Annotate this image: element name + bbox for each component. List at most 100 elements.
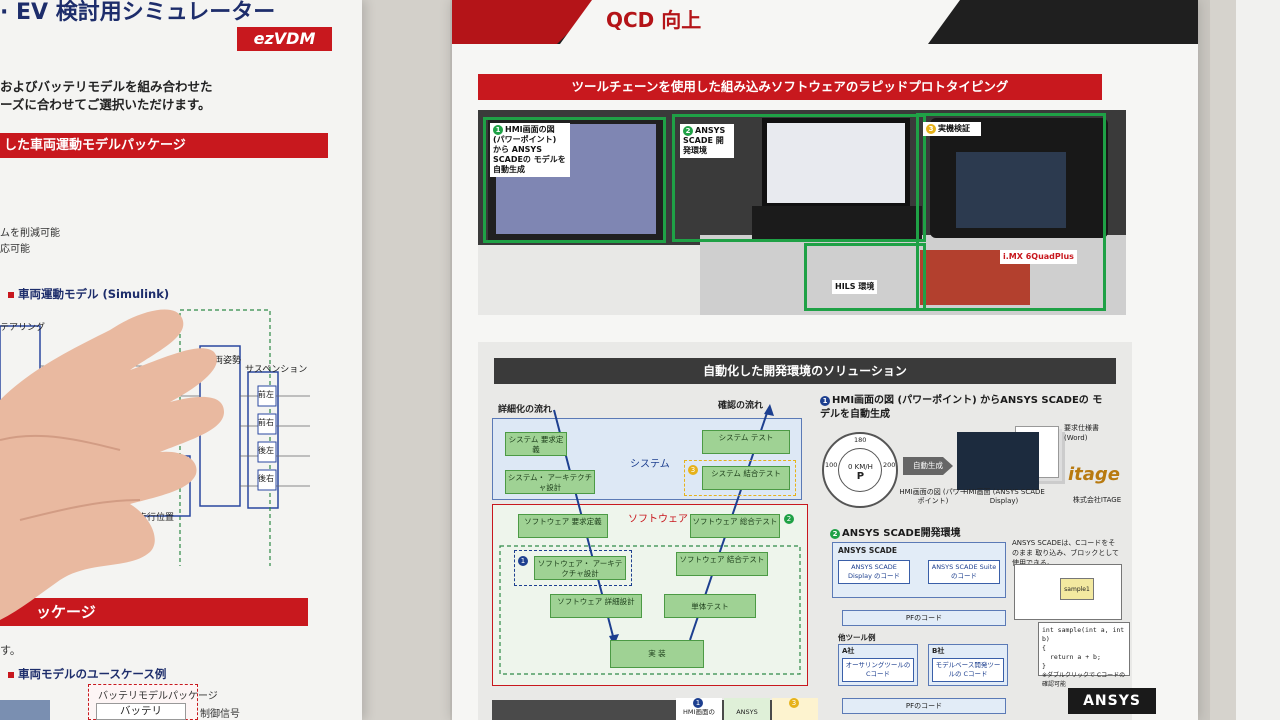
photo-tag-1-text: HMI画面の図 (パワーポイント) から ANSYS SCADEの モデルを自動… — [493, 125, 566, 174]
battery-package-label: バッテリモデルパッケージ — [98, 691, 218, 702]
speed-readout: 0 KM/H P — [848, 463, 873, 482]
tick-200: 200 — [883, 461, 896, 469]
target-device-screen — [956, 152, 1066, 228]
model-based-c-code: モデルベース開発ツールの Cコード — [932, 658, 1004, 682]
photo-highlight-1 — [483, 117, 666, 243]
c-code-box: int sample(int a, int b) { return a + b;… — [1038, 622, 1130, 688]
desc-line-2: ーズに合わせてご選択いただけます。 — [0, 97, 211, 112]
code-line-2: { — [1042, 644, 1046, 652]
center-header-white-shape — [560, 0, 960, 44]
hand — [0, 309, 224, 620]
laptop-2-screen — [762, 118, 910, 208]
box-software-architecture: ソフトウェア・ アーキテクチャ設計 — [534, 556, 626, 580]
highlight-software-architecture — [514, 550, 632, 586]
box-system-architecture: システム・ アーキテクチャ設計 — [505, 470, 595, 494]
code-line-1: int sample(int a, int b) — [1042, 626, 1125, 643]
pf-code-box: PFのコード — [842, 610, 1006, 626]
speed-text: 0 KM/H — [848, 463, 873, 471]
simulink-heading: 車両運動モデル (Simulink) — [8, 286, 169, 302]
usecase-heading: 車両モデルのユースケース例 — [8, 666, 166, 682]
other-tools-label: 他ツール例 — [838, 633, 876, 642]
bottom-cell-1-text: HMI画面の — [683, 708, 715, 716]
photo-tag-3-text: 実機検証 — [938, 124, 970, 133]
box-unit-test: 単体テスト — [664, 594, 756, 618]
auto-generate-arrow: 自動生成 — [903, 457, 953, 475]
code-line-3: return a + b; — [1050, 653, 1101, 661]
photo-table — [700, 235, 1126, 315]
left-banner-package: した車両運動モデルパッケージ — [0, 133, 328, 158]
photo-highlight-2 — [672, 114, 926, 242]
bullet-1: ムを削減可能 — [0, 228, 60, 239]
battery-label: バッテリ — [96, 703, 186, 720]
scade-box-title: ANSYS SCADE — [838, 546, 897, 555]
number-badge-icon: 1 — [493, 125, 503, 135]
diagram-label-vehicle-position: 車両走行位置 — [120, 513, 175, 523]
company-a-label: A社 — [842, 647, 855, 655]
ezvdm-logo: ezVDM — [237, 27, 332, 51]
scade-note: ANSYS SCADEは、Cコードをそのまま 取り込み、ブロックとして使用できる… — [1012, 539, 1120, 567]
number-badge-icon: 2 — [683, 126, 693, 136]
bottom-cell-2-text: ANSYS — [736, 708, 758, 716]
hmi-section-title-text: HMI画面の図 (パワーポイント) からANSYS SCADEの モデルを自動生… — [820, 395, 1103, 420]
box-software-detailed-design: ソフトウェア 詳細設計 — [550, 594, 642, 618]
diagram-label-posture: 両姿勢 — [214, 356, 242, 366]
flow-label-detail: 詳細化の流れ — [498, 405, 553, 415]
pf-code-box-2: PFのコード — [842, 698, 1006, 714]
number-badge-icon: 1 — [693, 698, 703, 708]
bullet-2: 応可能 — [0, 244, 30, 255]
box-system-test: システム テスト — [702, 430, 790, 454]
flow-label-confirm: 確認の流れ — [718, 401, 764, 411]
bullet-square-icon — [8, 291, 14, 298]
speedometer-diagram — [822, 432, 898, 508]
scade-section-title-text: ANSYS SCADE開発環境 — [842, 528, 961, 539]
photo-highlight-3 — [916, 113, 1106, 311]
diagram-label-fr: 前右 — [258, 418, 274, 427]
authoring-c-code: オーサリングツールの Cコード — [842, 658, 914, 682]
simulink-heading-text: 車両運動モデル (Simulink) — [18, 287, 170, 301]
company-name: 株式会社ITAGE — [1072, 496, 1122, 504]
number-badge-icon: 3 — [688, 465, 698, 475]
bullet-square-icon — [8, 671, 14, 678]
photo-tag-2-text: ANSYS SCADE 開発環境 — [683, 126, 726, 155]
center-poster-title: QCD 向上 — [606, 8, 702, 32]
tick-100: 100 — [825, 461, 838, 469]
diagram-label-fl: 前左 — [258, 390, 274, 399]
software-label: ソフトウェア — [628, 514, 688, 525]
bottom-cell-3: 3 — [772, 698, 818, 720]
left-text-su: す。 — [0, 644, 21, 657]
number-badge-icon: 1 — [518, 556, 528, 566]
spec-label: 要求仕様書 (Word) — [1064, 424, 1099, 442]
desc-line-1: およびバッテリモデルを組み合わせた — [0, 79, 213, 94]
code-line-4: } — [1042, 662, 1046, 670]
number-badge-icon: 3 — [789, 698, 799, 708]
toolchain-banner: ツールチェーンを使用した組み込みソフトウェアのラピッドプロトタイピング — [478, 74, 1102, 100]
number-badge-icon: 2 — [830, 529, 840, 539]
code-note: ※ダブルクリックで Cコードの確認可能 — [1042, 672, 1126, 688]
highlight-system-integration — [684, 460, 796, 496]
left-poster-title: · EV 検討用シミュレーター — [0, 0, 276, 25]
bottom-cell-2: ANSYS — [724, 698, 770, 720]
solution-banner: 自動化した開発環境のソリューション — [494, 358, 1116, 384]
scade-display-screen — [957, 432, 1039, 490]
number-badge-icon: 3 — [926, 124, 936, 134]
diagram-label-steering: テアリング — [0, 323, 46, 333]
speedometer-inner-ring — [838, 448, 882, 492]
right-poster-edge — [1236, 0, 1280, 720]
photo-tag-hils: HILS 環境 — [832, 280, 878, 294]
left-bullets: ムを削減可能 応可能 — [0, 226, 60, 258]
gear-text: P — [856, 471, 865, 482]
photo-tag-imx: i.MX 6QuadPlus — [1000, 250, 1077, 264]
ansys-logo: ANSYS — [1068, 688, 1156, 714]
number-badge-icon: 2 — [784, 514, 794, 524]
itage-logo: itage — [1068, 464, 1121, 485]
ppt-caption: HMI画面の図 (パワーポイント) — [899, 488, 967, 505]
diagram-label-suspension: サスペンション — [245, 365, 308, 375]
box-implementation: 実 装 — [610, 640, 704, 668]
block-sample1: sample1 — [1060, 578, 1094, 600]
company-b-label: B社 — [932, 647, 945, 655]
